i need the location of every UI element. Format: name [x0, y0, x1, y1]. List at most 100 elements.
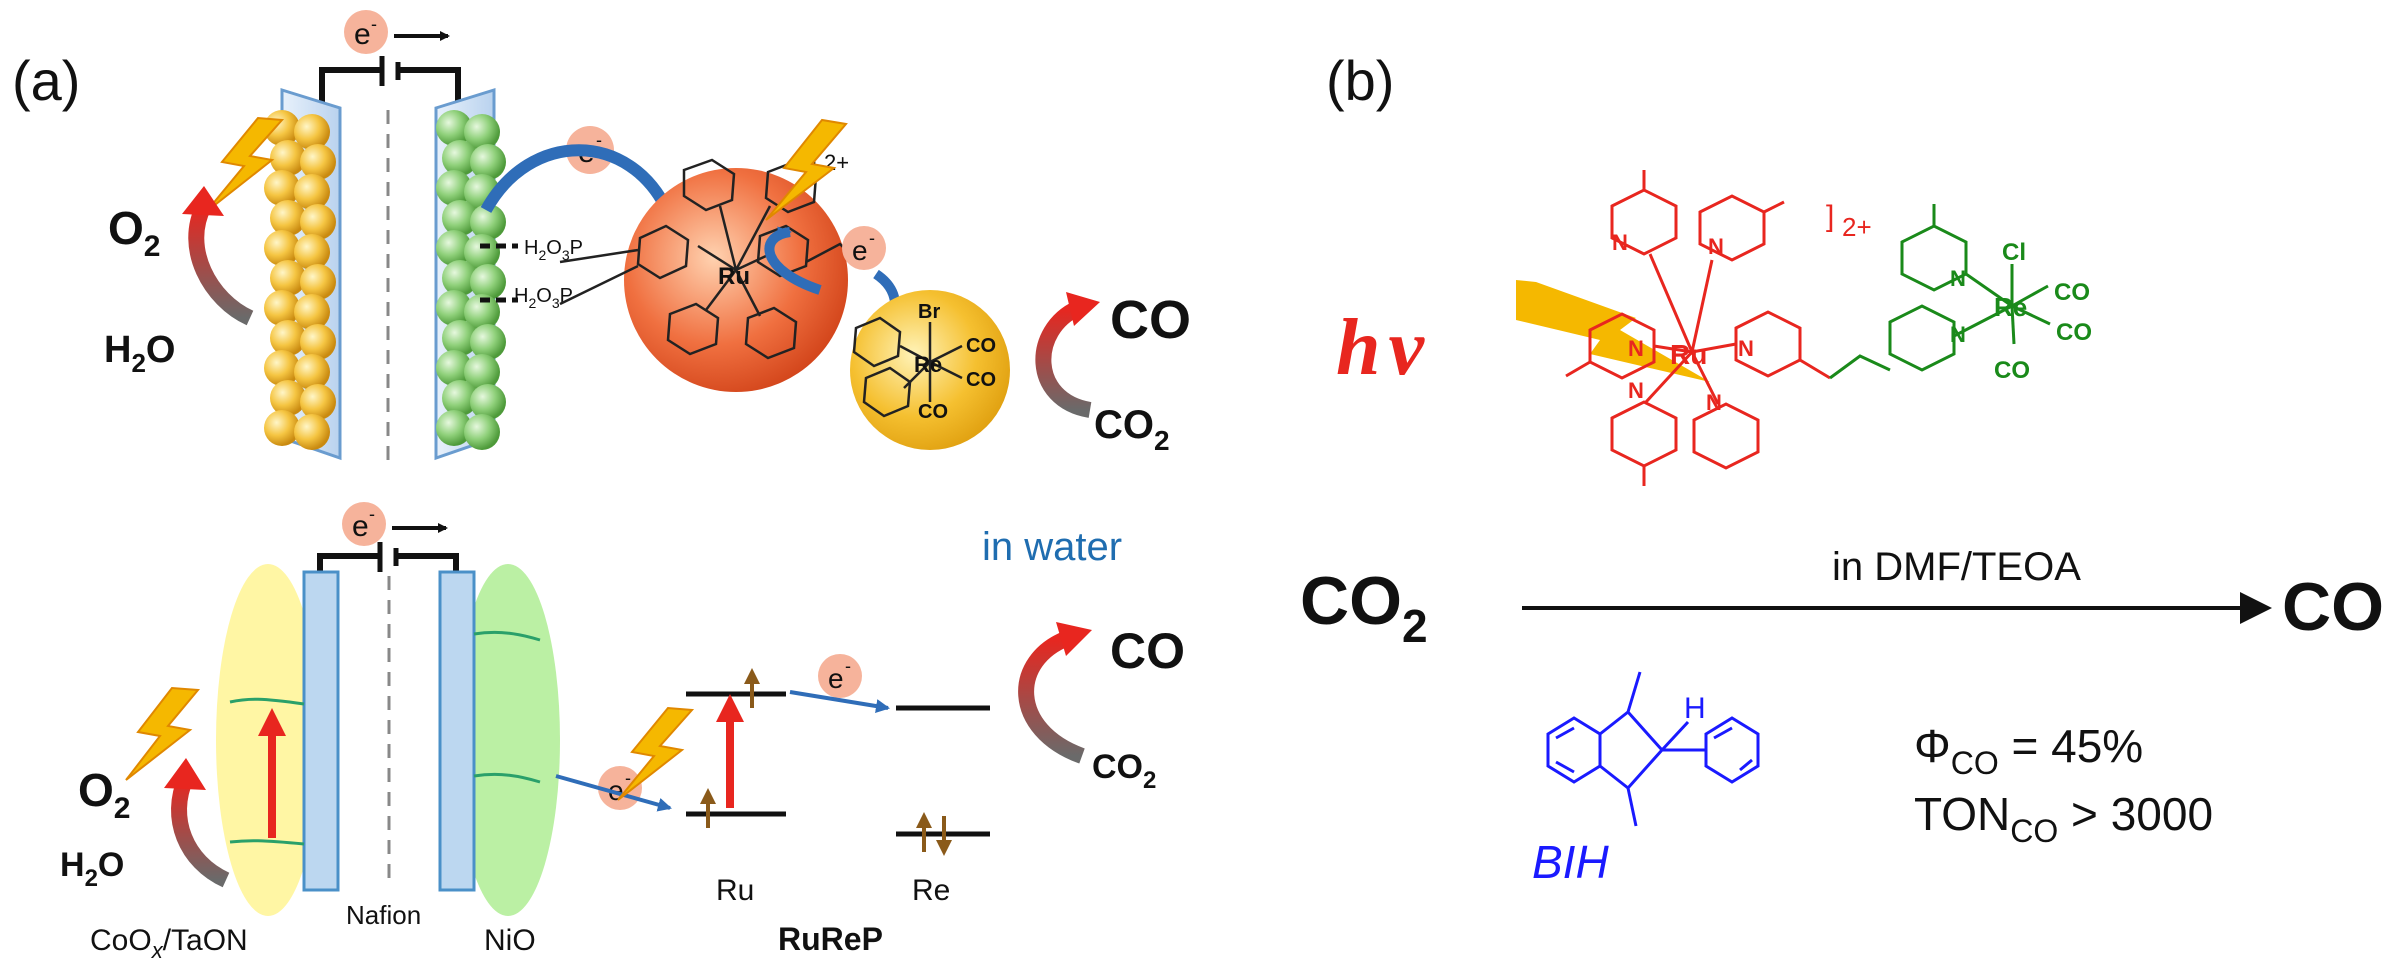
h2o-label-top: H2O: [104, 329, 175, 378]
vb-edge-right: [473, 772, 541, 784]
yellow-particle: [264, 410, 300, 446]
electron-label: e: [354, 18, 371, 51]
co2-label-top: CO2: [1094, 403, 1170, 456]
panel-b-label: (b): [1326, 49, 1394, 112]
electron-minus: -: [869, 228, 875, 248]
co2-reduction-arrowhead-top: [1066, 292, 1100, 326]
re-co-ligand: CO: [966, 369, 996, 391]
bih-structure: [1546, 671, 1760, 827]
yellow-particle: [294, 174, 330, 210]
green-particle: [470, 324, 506, 360]
reaction-arrowhead: [2240, 592, 2272, 624]
charge-value-b: 2+: [1842, 212, 1872, 242]
green-particle: [470, 384, 506, 420]
green-particle: [442, 260, 478, 296]
green-particle: [436, 410, 472, 446]
excitation-arrowhead-left: [258, 708, 286, 736]
br-label: Br: [918, 301, 940, 323]
re-complex-structure: [1888, 204, 2051, 372]
circuit-wire: [317, 553, 459, 572]
nio-label: NiO: [484, 924, 536, 957]
green-particle: [464, 294, 500, 330]
ru-label-a: Ru: [718, 263, 750, 290]
cb-edge-right: [473, 630, 541, 642]
turnover-number: TONCO > 3000: [1914, 788, 2213, 849]
co2-reduction-arrow-bottom: [1018, 630, 1085, 764]
yellow-particle: [270, 200, 306, 236]
yellow-particle: [270, 260, 306, 296]
electron-minus: -: [625, 768, 631, 788]
green-particle: [470, 204, 506, 240]
yellow-particle: [294, 354, 330, 390]
electrode-plate-left: [302, 570, 340, 892]
bridging-linker: [1829, 354, 1891, 380]
electron-minus: -: [369, 504, 375, 524]
electron-label: e: [352, 510, 369, 543]
electrode-plate-right: [438, 570, 476, 892]
yellow-particle: [300, 384, 336, 420]
water-oxidation-arrowhead-bottom: [164, 758, 206, 790]
yellow-particle: [294, 234, 330, 270]
green-particle: [470, 144, 506, 180]
o2-label-bottom: O2: [78, 764, 130, 825]
photocathode-top: [434, 87, 506, 461]
lightning-icon: [125, 686, 201, 781]
vb-edge-left: [229, 839, 305, 846]
electron-badge-ru-re: [842, 226, 886, 270]
electron-label: e: [852, 235, 868, 266]
yellow-particle: [294, 294, 330, 330]
green-particle: [436, 290, 472, 326]
in-water-label: in water: [982, 525, 1122, 569]
cb-edge-left: [229, 697, 305, 706]
quantum-yield: ΦCO = 45%: [1914, 720, 2143, 781]
electron-transfer-arrow: [480, 144, 674, 215]
reactant-co2: CO2: [1300, 563, 1428, 652]
yellow-particle: [264, 230, 300, 266]
re-co-ligand: CO: [966, 335, 996, 357]
nio-band: [456, 564, 560, 916]
co-label-top: CO: [1110, 290, 1191, 350]
yellow-particle: [300, 144, 336, 180]
n-atom: N: [1708, 234, 1724, 259]
coox-taon-label: CoOx/TaON: [90, 924, 248, 963]
green-particle: [464, 354, 500, 390]
phosphonate-label-1: H2O3P: [524, 237, 583, 263]
re-label-b: Re: [1994, 292, 2027, 322]
top-circuit: e -: [319, 10, 461, 108]
rurep-label: RuReP: [778, 921, 883, 957]
n-atom: N: [1628, 336, 1644, 361]
n-atom: N: [1706, 390, 1722, 415]
o2-label-top: O2: [108, 202, 160, 263]
re-co-ligand-b: CO: [2056, 319, 2092, 346]
nafion-label: Nafion: [346, 900, 421, 930]
electron-minus: -: [845, 656, 851, 676]
green-particle: [436, 170, 472, 206]
electron-badge-top: [344, 10, 388, 54]
co2-label-bottom: CO2: [1092, 748, 1156, 794]
lightning-icon: [205, 116, 285, 213]
spin-arrows-ru: [700, 668, 760, 828]
water-oxidation-arrow-top: [188, 202, 254, 326]
electron-badge-bottom: [342, 502, 386, 546]
re-co-ligand: CO: [918, 401, 948, 423]
green-particles: [436, 110, 506, 450]
n-atom: N: [1950, 322, 1966, 347]
green-particle: [442, 380, 478, 416]
n-atom: N: [1628, 378, 1644, 403]
yellow-particle: [270, 320, 306, 356]
product-co: CO: [2282, 569, 2384, 645]
ru-level-label: Ru: [716, 874, 754, 907]
re-co-ligand-b: CO: [1994, 357, 2030, 384]
co-label-bottom: CO: [1110, 623, 1185, 679]
re-co-ligand-b: CO: [2054, 279, 2090, 306]
re-label-a: Re: [914, 352, 942, 377]
green-particle: [442, 200, 478, 236]
yellow-particle: [264, 170, 300, 206]
bottom-circuit: e -: [317, 502, 459, 572]
re-level-label: Re: [912, 874, 950, 907]
ru-label-b: Ru: [1670, 339, 1707, 370]
yellow-particle: [270, 140, 306, 176]
yellow-particle: [300, 264, 336, 300]
green-particle: [464, 414, 500, 450]
